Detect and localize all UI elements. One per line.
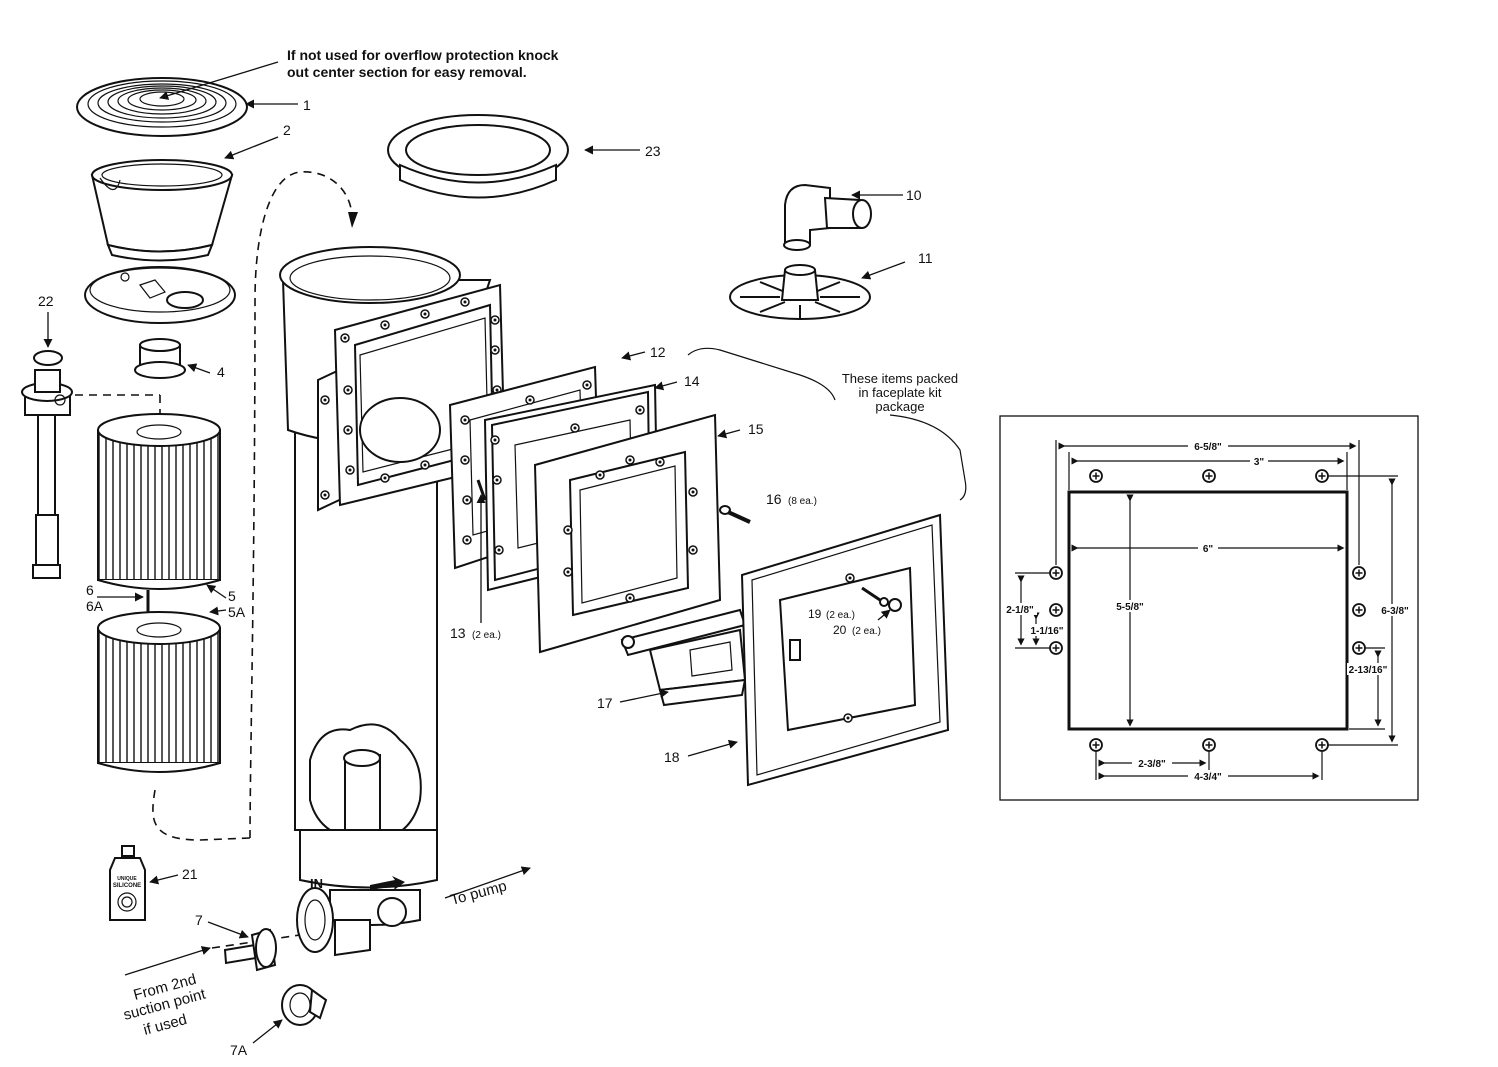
callout-13: 13 — [450, 625, 466, 641]
bottle-brand-text: UNIQUE — [117, 876, 137, 882]
screw-part-19 — [861, 586, 889, 607]
screw-part-16 — [719, 505, 751, 524]
skimmer-basket-part-2 — [90, 159, 234, 262]
kit-note-line-2: in faceplate kit — [858, 385, 941, 400]
kit-note-line-1: These items packed — [842, 371, 958, 386]
callout-16-qty: (8 ea.) — [788, 496, 817, 507]
callout-4: 4 — [217, 364, 225, 380]
callout-7: 7 — [195, 912, 203, 928]
washer-part-20 — [888, 598, 902, 612]
face-cover-part-18 — [740, 513, 950, 787]
dim-6: 6" — [1203, 544, 1214, 555]
callout-18: 18 — [664, 749, 680, 765]
overflow-note-line-2: out center section for easy removal. — [287, 64, 527, 80]
callout-22: 22 — [38, 293, 54, 309]
dim-2-3-8: 2-3/8" — [1138, 759, 1166, 770]
clamp-part-7a — [281, 984, 328, 1026]
plug-assembly-part-7 — [223, 928, 277, 972]
dim-1-1-16: 1-1/16" — [1030, 626, 1063, 637]
cutout-opening — [1067, 490, 1349, 731]
callout-1: 1 — [303, 97, 311, 113]
cutout-template-drawing: 6-5/8" 3" 6" 5-5/8" 2-1/8" 1-1/16" 6-3/8… — [999, 415, 1419, 801]
callout-19: 19 — [808, 607, 822, 621]
flow-path-filters — [152, 789, 251, 841]
filter-cartridge-part-5 — [97, 413, 221, 590]
dim-5-5-8: 5-5/8" — [1116, 602, 1144, 613]
callout-5: 5 — [228, 588, 236, 604]
silicone-bottle-part-21: UNIQUE SILICONE — [109, 845, 146, 921]
dim-4-3-4: 4-3/4" — [1194, 772, 1222, 783]
callout-6a: 6A — [86, 598, 104, 614]
callout-5a: 5A — [228, 604, 246, 620]
faceplate-part-15 — [533, 413, 722, 654]
diffuser-assembly-part-22 — [21, 350, 73, 579]
kit-note-line-3: package — [875, 399, 924, 414]
callout-17: 17 — [597, 695, 613, 711]
dim-2-1-8: 2-1/8" — [1006, 605, 1034, 616]
adapter-fitting-part-4 — [134, 338, 186, 379]
callout-11: 11 — [918, 250, 933, 266]
callout-15: 15 — [748, 421, 764, 437]
callout-14: 14 — [684, 373, 700, 389]
skimmer-cover-plate — [84, 266, 236, 324]
callout-19-qty: (2 ea.) — [826, 610, 855, 621]
weir-door-part-17 — [620, 608, 747, 707]
faceplate-kit-bracket — [687, 347, 967, 501]
callout-23: 23 — [645, 143, 661, 159]
elbow-fitting-part-10 — [783, 183, 872, 251]
bottle-product-text: SILICONE — [113, 883, 141, 889]
callout-12: 12 — [650, 344, 666, 360]
collar-ring-part-23 — [387, 114, 569, 199]
flow-direction-arrow — [370, 876, 405, 890]
filter-cartridge-part-5a — [97, 611, 221, 773]
skimmer-body: IN — [279, 246, 507, 957]
callout-10: 10 — [906, 187, 922, 203]
deflector-plate-part-11 — [729, 264, 871, 320]
callout-2: 2 — [283, 122, 291, 138]
callout-21: 21 — [182, 866, 198, 882]
callout-16: 16 — [766, 491, 782, 507]
callout-labels: If not used for overflow protection knoc… — [38, 47, 958, 1058]
callout-20: 20 — [833, 623, 847, 637]
to-pump-label: To pump — [449, 878, 509, 909]
callout-7a: 7A — [230, 1042, 248, 1058]
dimension-labels: 6-5/8" 3" 6" 5-5/8" 2-1/8" 1-1/16" 6-3/8… — [1003, 440, 1414, 783]
dim-6-5-8: 6-5/8" — [1194, 442, 1222, 453]
flow-path-top — [249, 171, 353, 839]
callout-13-qty: (2 ea.) — [472, 630, 501, 641]
dim-3: 3" — [1254, 457, 1265, 468]
callout-20-qty: (2 ea.) — [852, 626, 881, 637]
callout-6: 6 — [86, 582, 94, 598]
dim-6-3-8: 6-3/8" — [1381, 606, 1409, 617]
callout-leaders — [43, 61, 906, 1044]
overflow-note-line-1: If not used for overflow protection knoc… — [287, 47, 559, 63]
skimmer-lid-part-1 — [76, 77, 248, 137]
dim-2-13-16: 2-13/16" — [1349, 665, 1388, 676]
